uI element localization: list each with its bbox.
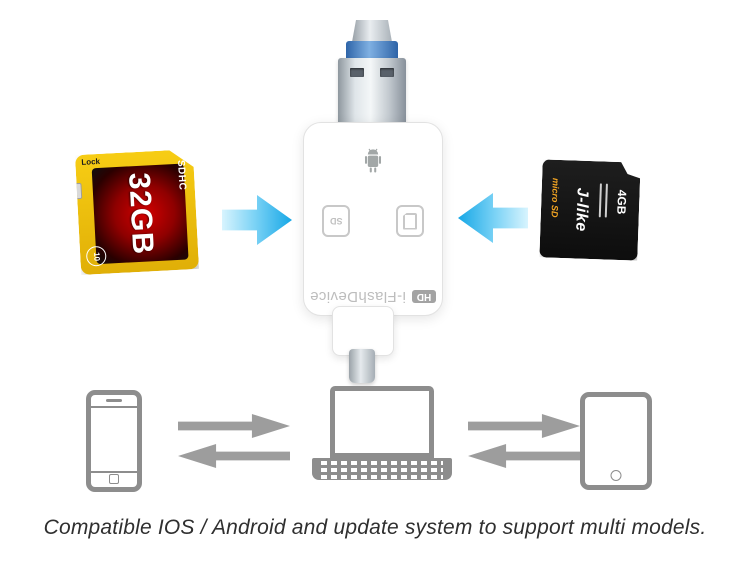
small-print-line (599, 183, 602, 217)
android-icon (304, 147, 442, 177)
micro-sd-brand-label: J-like (572, 187, 591, 232)
sd-slot-label: SD (329, 216, 343, 226)
sd-slot-icon: SD (322, 205, 350, 237)
sd-lock-label: Lock (81, 157, 100, 167)
phone-screen-line (91, 471, 137, 473)
reader-print: HD i-FlashDevice (304, 288, 442, 305)
phone-screen-line (91, 406, 137, 408)
card-reader-body: SD HD i-FlashDevice (303, 122, 443, 316)
micro-sd-capacity-label: 4GB (613, 189, 629, 215)
usb-hole (350, 68, 364, 77)
reader-neck (332, 306, 394, 356)
micro-sd-slot-icon (396, 205, 424, 237)
sd-capacity-label: 32GB (121, 171, 160, 256)
micro-sd-logo: micro SD (549, 177, 562, 218)
sdhc-logo: SDHC (174, 159, 188, 191)
small-print-line (605, 184, 608, 218)
lightning-connector-icon (349, 349, 375, 383)
lock-text: Lock (81, 156, 101, 167)
sd-card: Lock 32GB SDHC 10 (75, 149, 199, 275)
laptop-screen-icon (330, 386, 434, 458)
micro-sd-card-glyph (403, 212, 417, 230)
usb-blue-insert (346, 41, 398, 59)
laptop-keyboard-icon (312, 458, 452, 480)
phone-home-button (109, 474, 119, 484)
tablet-home-button (610, 470, 622, 481)
usb-hole (380, 68, 394, 77)
usb-connector-icon (338, 58, 406, 126)
hd-badge: HD (411, 290, 437, 303)
lock-slider (74, 183, 82, 199)
sync-arrow-right-icon (468, 414, 580, 438)
keyboard-row (321, 468, 443, 472)
arrow-left-icon (458, 193, 528, 243)
sync-arrow-left-icon (468, 444, 580, 468)
micro-sd-card: micro SD J-like 4GB (539, 159, 640, 260)
micro-usb-connector-icon (352, 20, 392, 42)
caption-text: Compatible IOS / Android and update syst… (43, 516, 707, 539)
arrow-right-icon (222, 195, 292, 245)
sync-arrow-left-icon (178, 444, 290, 468)
keyboard-row (321, 461, 443, 465)
card-slot-icons: SD (304, 205, 442, 237)
reader-brand-label: i-FlashDevice (309, 288, 406, 305)
sync-arrow-right-icon (178, 414, 290, 438)
keyboard-row (321, 475, 443, 479)
tablet-icon (580, 392, 652, 490)
phone-speaker (106, 399, 122, 402)
smartphone-icon (86, 390, 142, 492)
